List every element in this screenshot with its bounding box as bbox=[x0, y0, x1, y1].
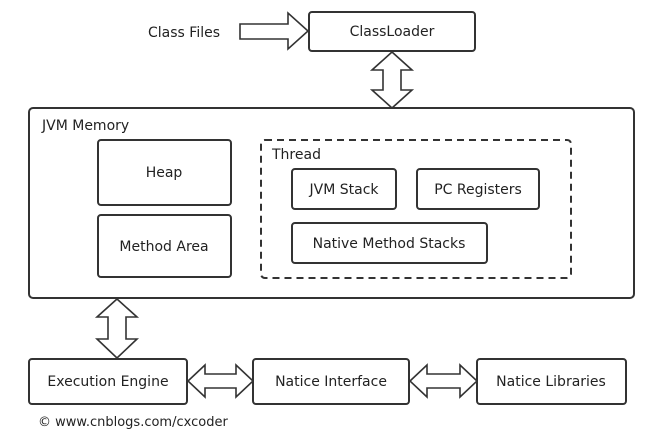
thread-label: Thread bbox=[271, 147, 321, 163]
execution-engine-label: Execution Engine bbox=[47, 374, 168, 390]
pc-registers-label: PC Registers bbox=[434, 182, 522, 198]
jvm-memory-label: JVM Memory bbox=[41, 118, 129, 134]
native-interface-box bbox=[252, 358, 410, 405]
interface-libraries-arrow bbox=[408, 363, 479, 399]
native-method-stacks-box bbox=[291, 222, 488, 264]
heap-label: Heap bbox=[146, 165, 183, 181]
engine-interface-arrow bbox=[186, 363, 255, 399]
classloader-label: ClassLoader bbox=[350, 24, 435, 40]
class-files-to-classloader-arrow bbox=[239, 11, 310, 51]
method-area-box bbox=[97, 214, 232, 278]
memory-engine-arrow bbox=[94, 297, 140, 360]
watermark-text: © www.cnblogs.com/cxcoder bbox=[38, 415, 228, 430]
class-files-label: Class Files bbox=[148, 25, 220, 41]
native-libraries-box bbox=[476, 358, 627, 405]
pc-registers-box bbox=[416, 168, 540, 210]
execution-engine-box bbox=[28, 358, 188, 405]
heap-box bbox=[97, 139, 232, 206]
native-method-stacks-label: Native Method Stacks bbox=[313, 236, 466, 252]
classloader-memory-arrow bbox=[369, 50, 415, 110]
native-interface-label: Natice Interface bbox=[275, 374, 387, 390]
jvm-stack-label: JVM Stack bbox=[309, 182, 380, 198]
thread-box bbox=[260, 139, 572, 279]
jvm-stack-box bbox=[291, 168, 397, 210]
method-area-label: Method Area bbox=[119, 239, 208, 255]
native-libraries-label: Natice Libraries bbox=[496, 374, 606, 390]
